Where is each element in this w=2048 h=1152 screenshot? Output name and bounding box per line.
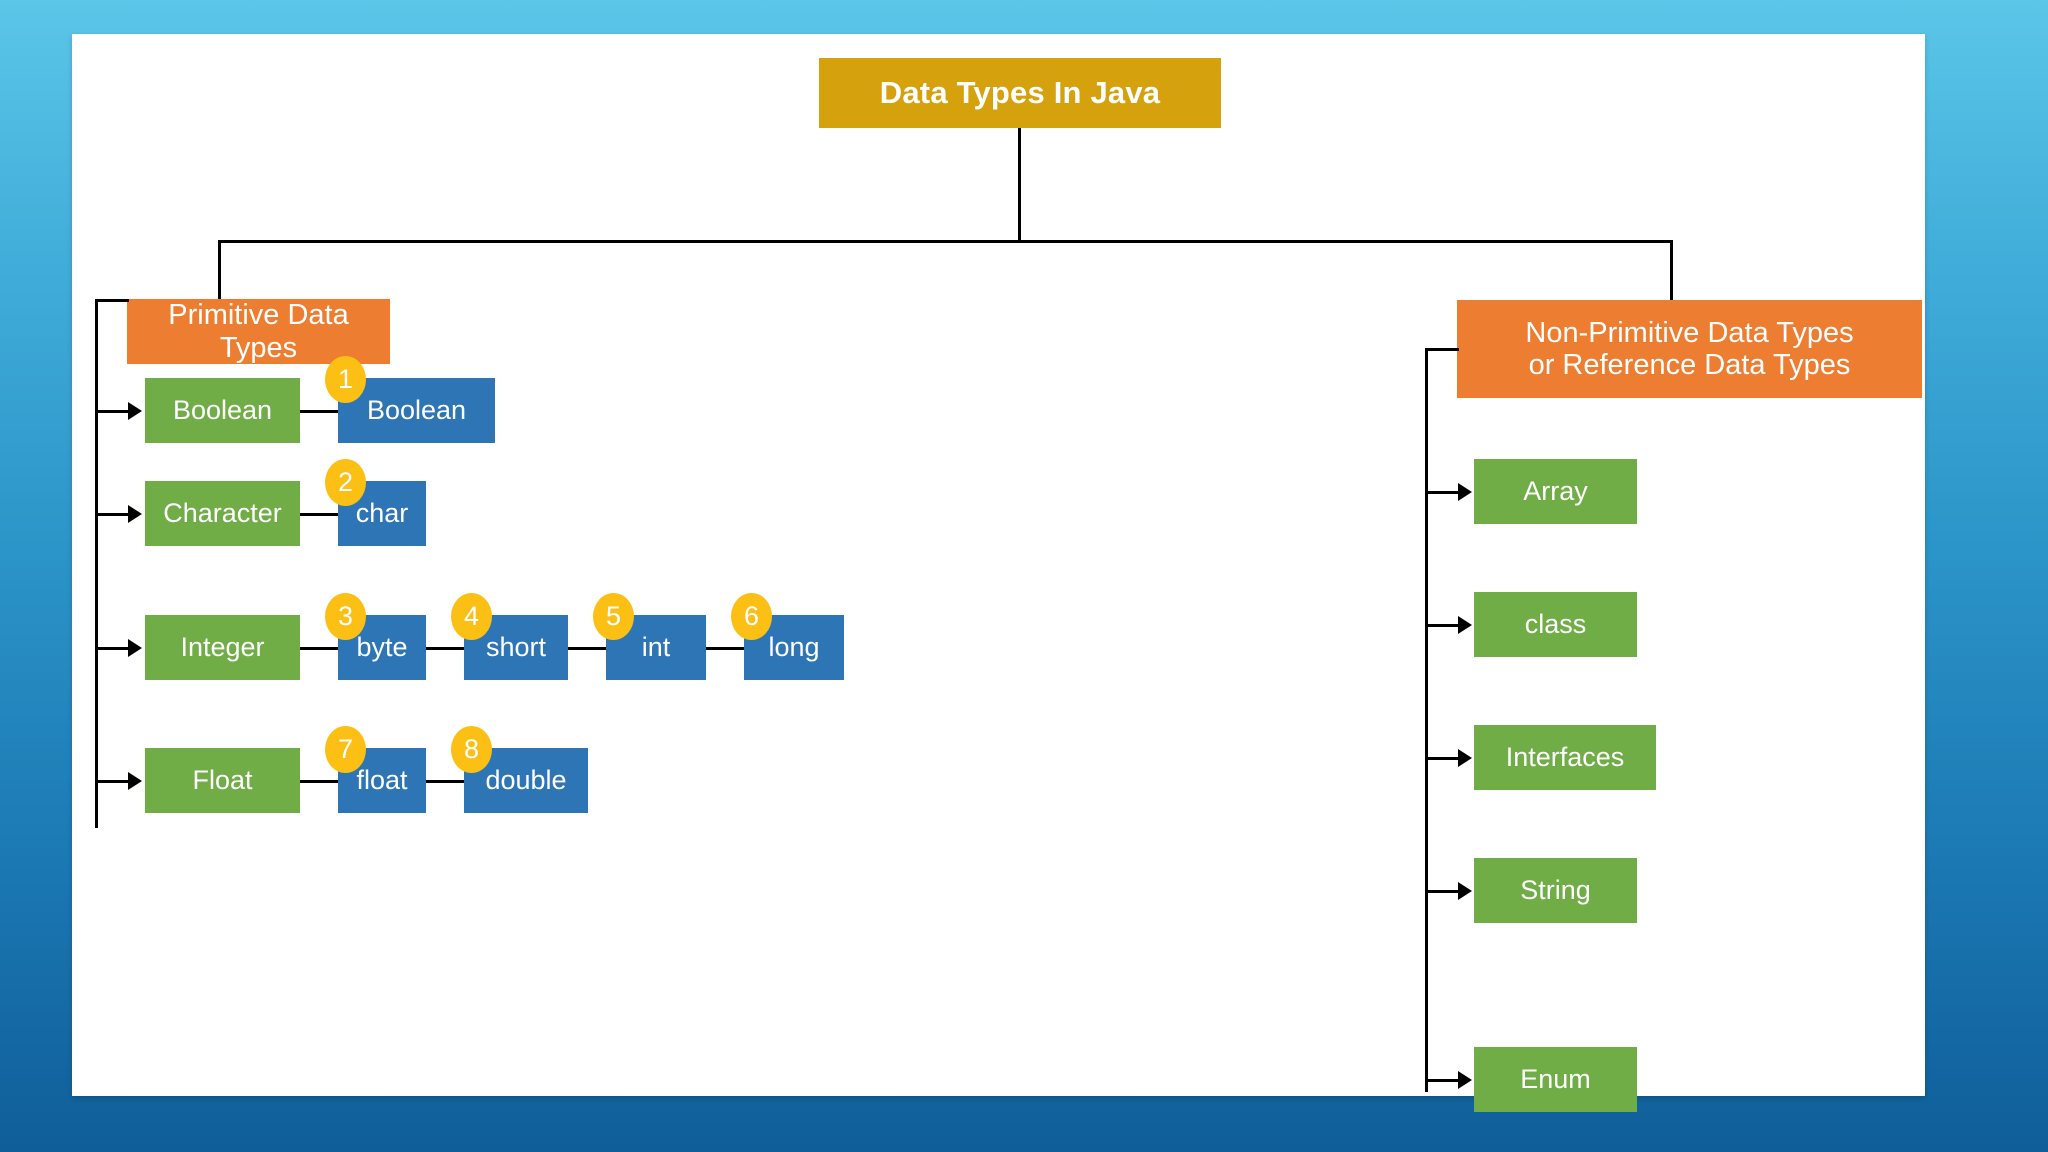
non-primitive-heading-line2: or Reference Data Types — [1528, 349, 1851, 381]
primitive-type-badge-3: 3 — [325, 593, 366, 640]
primitive-group-label: Integer — [180, 632, 265, 663]
non-primitive-arrow-interfaces — [1458, 749, 1472, 767]
root-title-box: Data Types In Java — [819, 58, 1221, 128]
primitive-bus-connector — [95, 299, 129, 302]
non-primitive-trunk-line — [1425, 348, 1428, 1092]
primitive-type-label: byte — [356, 632, 408, 663]
primitive-type-double: double — [464, 748, 588, 813]
link-int-long — [706, 647, 746, 650]
primitive-type-label: short — [485, 632, 547, 663]
non-primitive-item-enum: Enum — [1474, 1047, 1637, 1112]
badge-number: 8 — [463, 734, 480, 764]
non-primitive-arrow-class — [1458, 616, 1472, 634]
primitive-arrow-integer — [128, 639, 142, 657]
right-drop-line — [1670, 240, 1673, 302]
non-primitive-item-class: class — [1474, 592, 1637, 657]
primitive-branch-line-float — [95, 780, 131, 783]
primitive-type-label: Boolean — [366, 395, 467, 426]
non-primitive-item-string: String — [1474, 858, 1637, 923]
primitive-heading-label: Primitive Data Types — [168, 299, 349, 364]
diagram-card: Data Types In Java Primitive Data Types … — [72, 34, 1925, 1112]
link-float-float — [300, 780, 340, 783]
non-primitive-item-label: Interfaces — [1505, 742, 1625, 773]
link-integer-byte — [300, 647, 340, 650]
primitive-branch-line-character — [95, 513, 131, 516]
non-primitive-branch-line-array — [1425, 491, 1461, 494]
primitive-type-badge-4: 4 — [451, 593, 492, 640]
primitive-group-character: Character — [145, 481, 300, 546]
primitive-type-badge-2: 2 — [325, 459, 366, 506]
link-boolean-1 — [300, 410, 340, 413]
primitive-arrow-boolean — [128, 402, 142, 420]
primitive-group-label: Character — [163, 498, 282, 529]
primitive-branch-line-integer — [95, 647, 131, 650]
non-primitive-bus-connector — [1425, 348, 1459, 351]
badge-number: 3 — [337, 601, 354, 631]
primitive-type-label: float — [356, 765, 408, 796]
primitive-type-badge-6: 6 — [731, 593, 772, 640]
primitive-arrow-float — [128, 772, 142, 790]
primitive-type-label: int — [641, 632, 671, 663]
non-primitive-item-label: Array — [1523, 476, 1588, 507]
primitive-group-float: Float — [145, 748, 300, 813]
primitive-type-label: double — [485, 765, 567, 796]
root-title-label: Data Types In Java — [879, 74, 1161, 110]
non-primitive-heading-line1: Non-Primitive Data Types — [1525, 316, 1854, 349]
primitive-group-label: Float — [192, 765, 253, 796]
non-primitive-branch-line-interfaces — [1425, 757, 1461, 760]
primitive-trunk-line — [95, 299, 98, 828]
badge-number: 2 — [337, 467, 354, 497]
root-bus-line — [218, 240, 1673, 243]
primitive-group-boolean: Boolean — [145, 378, 300, 443]
non-primitive-branch-line-class — [1425, 624, 1461, 627]
link-byte-short — [426, 647, 466, 650]
primitive-type-label: char — [355, 498, 409, 529]
primitive-arrow-character — [128, 505, 142, 523]
primitive-group-integer: Integer — [145, 615, 300, 680]
primitive-type-badge-7: 7 — [325, 726, 366, 773]
badge-number: 4 — [463, 601, 480, 631]
non-primitive-arrow-string — [1458, 882, 1472, 900]
non-primitive-arrow-enum — [1458, 1071, 1472, 1089]
badge-number: 1 — [337, 364, 354, 394]
primitive-type-badge-5: 5 — [593, 593, 634, 640]
non-primitive-item-interfaces: Interfaces — [1474, 725, 1656, 790]
non-primitive-branch-line-enum — [1425, 1079, 1461, 1082]
left-drop-line — [218, 240, 221, 334]
link-float-double — [426, 780, 466, 783]
badge-number: 5 — [605, 601, 622, 631]
primitive-group-label: Boolean — [172, 395, 273, 426]
primitive-type-boolean: Boolean — [338, 378, 495, 443]
non-primitive-arrow-array — [1458, 483, 1472, 501]
primitive-type-badge-1: 1 — [325, 356, 366, 403]
primitive-branch-line-boolean — [95, 410, 131, 413]
non-primitive-item-array: Array — [1474, 459, 1637, 524]
non-primitive-item-label: Enum — [1520, 1064, 1591, 1095]
link-short-int — [568, 647, 608, 650]
non-primitive-item-label: class — [1524, 609, 1587, 640]
non-primitive-item-label: String — [1520, 875, 1591, 906]
badge-number: 6 — [743, 601, 760, 631]
primitive-type-badge-8: 8 — [451, 726, 492, 773]
link-character-1 — [300, 513, 340, 516]
badge-number: 7 — [337, 734, 354, 764]
root-stem-line — [1018, 128, 1021, 242]
primitive-type-short: short — [464, 615, 568, 680]
primitive-heading-box: Primitive Data Types — [127, 299, 390, 364]
primitive-type-label: long — [768, 632, 820, 663]
non-primitive-heading-box: Non-Primitive Data Types or Reference Da… — [1457, 300, 1922, 398]
non-primitive-branch-line-string — [1425, 890, 1461, 893]
